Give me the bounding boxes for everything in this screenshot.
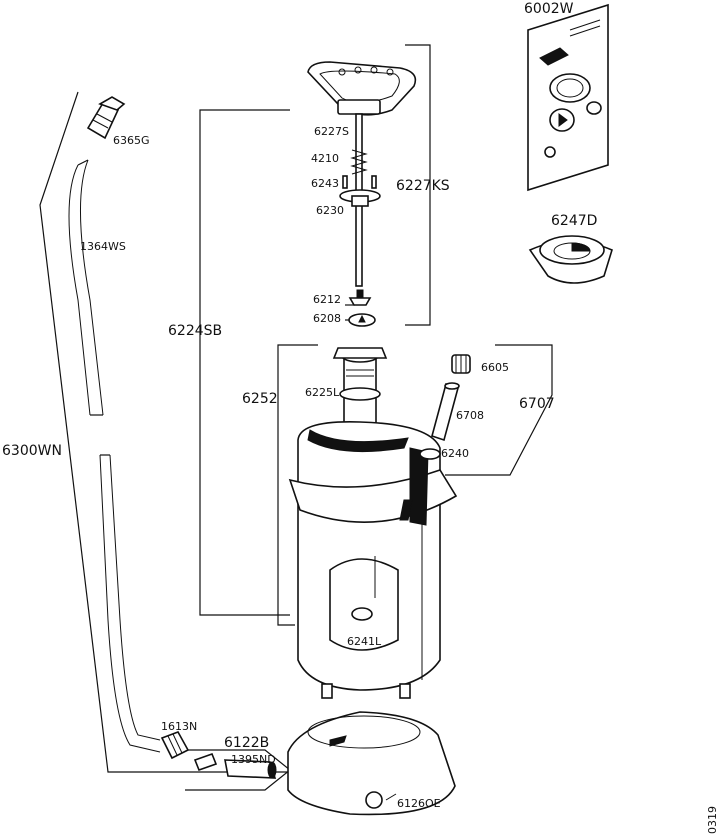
- hose-lower: [99, 454, 161, 753]
- label-1613N: 1613N: [161, 720, 197, 733]
- nozzle-6365G: [86, 96, 126, 140]
- repair-kit-card-6002W: [527, 3, 609, 192]
- nut-1613N: [160, 731, 190, 760]
- label-6227KS: 6227KS: [396, 178, 450, 194]
- label-6230: 6230: [316, 204, 344, 217]
- base-6126OE: [287, 711, 456, 816]
- spring-4210: [350, 149, 368, 175]
- label-6605: 6605: [481, 361, 509, 374]
- screws-6243: [342, 175, 377, 189]
- label-6122B: 6122B: [224, 735, 269, 751]
- label-6240: 6240: [441, 447, 469, 460]
- hose-1364WS: [68, 159, 104, 416]
- seal-cup-6247D: [528, 235, 613, 284]
- label-4210: 4210: [311, 152, 339, 165]
- label-1364WS: 1364WS: [80, 240, 126, 253]
- label-6252: 6252: [242, 391, 278, 407]
- label-6243: 6243: [311, 177, 339, 190]
- label-6707: 6707: [519, 396, 555, 412]
- tank-6252: [288, 421, 458, 699]
- drawing-code: 0319: [706, 806, 719, 834]
- label-6212: 6212: [313, 293, 341, 306]
- wand-parts-6122B: [193, 752, 277, 779]
- pump-handle-6227S: [307, 61, 417, 287]
- valve-group-6707: [419, 354, 471, 460]
- label-6224SB: 6224SB: [168, 323, 222, 339]
- label-6247D: 6247D: [551, 213, 597, 229]
- valve-6212: [348, 289, 372, 306]
- label-6708: 6708: [456, 409, 484, 422]
- seal-6208: [348, 313, 376, 327]
- label-6225L: 6225L: [305, 386, 340, 399]
- label-6227S: 6227S: [314, 125, 349, 138]
- label-6126OE: 6126OE: [397, 797, 441, 810]
- label-6002W: 6002W: [524, 1, 574, 17]
- label-6208: 6208: [313, 312, 341, 325]
- label-1395ND: 1395ND: [231, 753, 276, 766]
- cap-6230: [339, 189, 381, 207]
- label-6241L: 6241L: [347, 635, 382, 648]
- label-6365G: 6365G: [113, 134, 150, 147]
- label-6300WN: 6300WN: [2, 443, 62, 459]
